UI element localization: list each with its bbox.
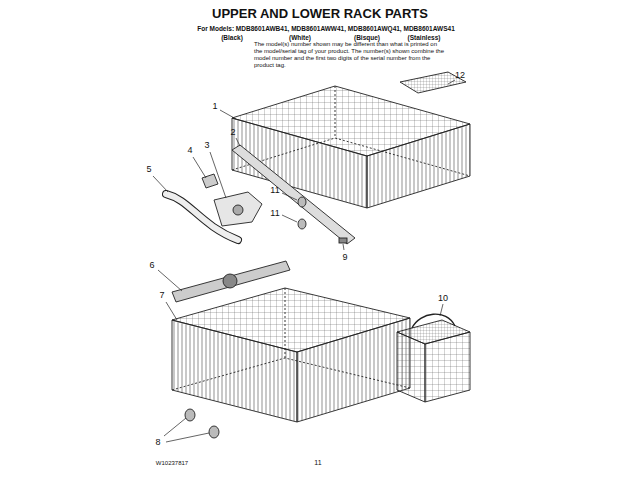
callout-number: 2: [230, 127, 235, 137]
color-name: (Stainless): [408, 34, 441, 41]
callout-number: 10: [438, 293, 448, 303]
color-name: (Bisque): [354, 34, 380, 41]
silverware-basket: [397, 314, 470, 402]
note-text: The model(s) number shown may be differe…: [254, 41, 446, 69]
color-name: (Black): [221, 34, 243, 41]
callout-number: 3: [204, 140, 209, 150]
page-title: UPPER AND LOWER RACK PARTS: [212, 7, 428, 22]
upper-rack: [232, 86, 470, 208]
callout-number: 12: [455, 70, 465, 80]
callout-number: 9: [342, 252, 347, 262]
callout-number: 5: [146, 164, 151, 174]
leader-lines: [153, 80, 455, 442]
callout-number: 6: [149, 260, 154, 270]
rack-wheel: [185, 409, 195, 421]
document-number: W10237817: [156, 460, 188, 467]
rack-wheel: [298, 219, 306, 229]
lower-rack: [172, 288, 410, 422]
rack-wheel: [298, 197, 306, 207]
page-number: 11: [314, 459, 321, 467]
callout-number: 7: [159, 290, 164, 300]
spray-tube: [166, 194, 238, 240]
spray-arm-mount: [214, 192, 262, 226]
callout-number: 4: [187, 145, 192, 155]
callout-number: 11: [270, 208, 279, 218]
clip: [202, 174, 218, 188]
callout-number: 11: [270, 185, 279, 195]
callout-number: 8: [155, 437, 160, 447]
rack-wheel: [209, 426, 219, 438]
color-name: (White): [289, 34, 311, 41]
rail-stop: [339, 238, 347, 243]
callout-number: 1: [212, 101, 217, 111]
model-list: For Models: MDB8601AWB41, MDB8601AWW41, …: [197, 25, 455, 32]
